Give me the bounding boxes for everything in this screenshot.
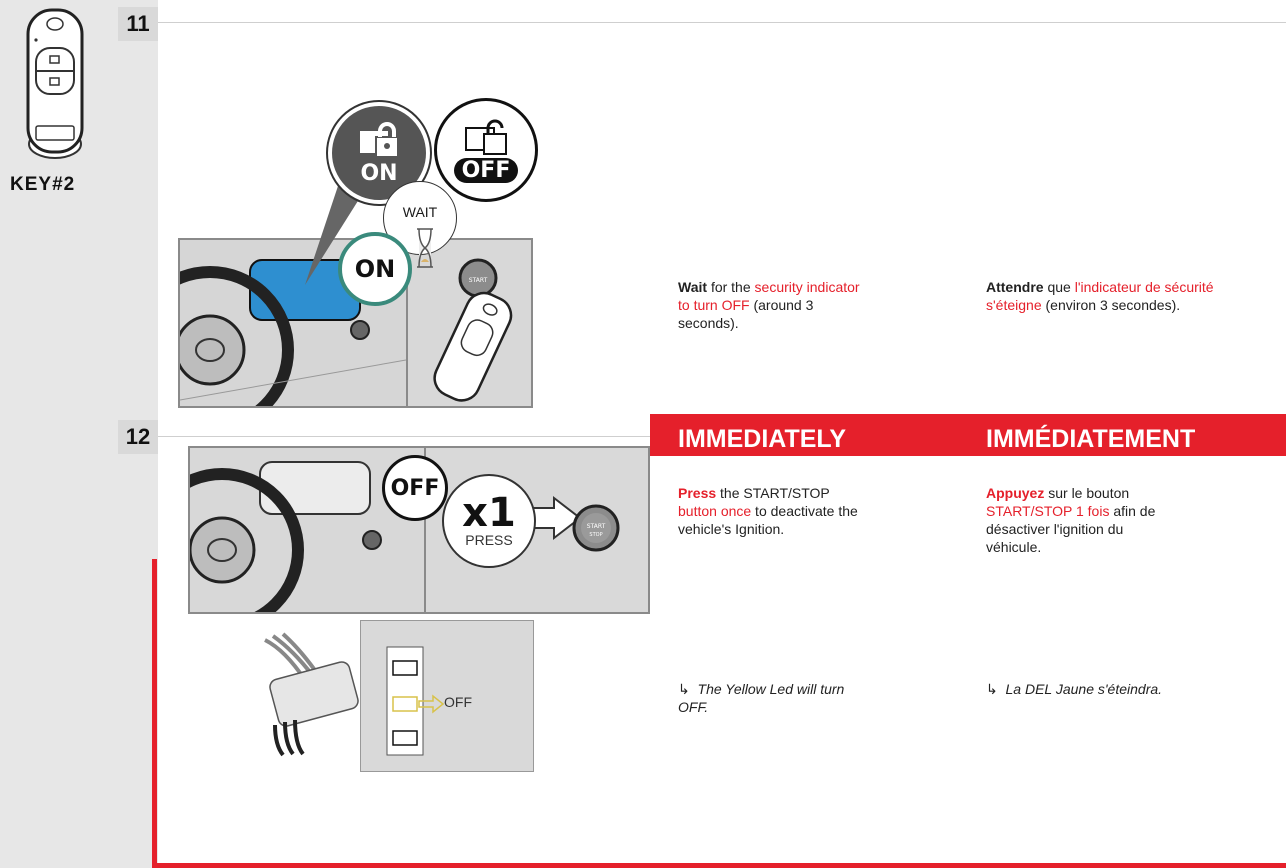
press-label: PRESS bbox=[465, 532, 512, 548]
step-11-fr-pre: que bbox=[1044, 279, 1075, 295]
led-off-label: OFF bbox=[444, 694, 472, 710]
step-11-fr-post: (environ 3 secondes). bbox=[1042, 297, 1181, 313]
lock-off-icon: OFF bbox=[434, 98, 538, 202]
banner-en: IMMEDIATELY bbox=[678, 425, 846, 454]
wait-label: WAIT bbox=[403, 204, 437, 220]
step-11-text-fr: Attendre que l'indicateur de sécurité s'… bbox=[986, 278, 1250, 314]
step-12-fr-highlight: START/STOP 1 fois bbox=[986, 503, 1109, 519]
ring-on-label: ON bbox=[355, 255, 396, 283]
step-11-fr-bold: Attendre bbox=[986, 279, 1044, 295]
car-lock-icon bbox=[354, 121, 404, 161]
car-unlock-icon bbox=[460, 118, 512, 158]
button-text-start: START bbox=[587, 523, 606, 530]
step-12-en-pre: the START/STOP bbox=[716, 485, 829, 501]
step-number-12: 12 bbox=[118, 420, 158, 454]
step-12-text-fr: Appuyez sur le bouton START/STOP 1 fois … bbox=[986, 484, 1156, 556]
step-12-fr-pre: sur le bouton bbox=[1044, 485, 1129, 501]
hourglass-icon bbox=[414, 226, 436, 270]
fob-start-text: START bbox=[469, 277, 488, 284]
step-12-en-highlight: button once bbox=[678, 503, 751, 519]
key-label: KEY#2 bbox=[10, 174, 110, 196]
step-11-en-pre: for the bbox=[711, 279, 755, 295]
step-12-fr-bold: Appuyez bbox=[986, 485, 1044, 501]
accent-bar-bottom bbox=[152, 863, 1286, 868]
press-once-bubble: x1 PRESS bbox=[442, 474, 536, 568]
banner-fr: IMMÉDIATEMENT bbox=[986, 425, 1195, 454]
ignition-on-ring: ON bbox=[338, 232, 412, 306]
note-en: ↳ The Yellow Led will turn OFF. bbox=[678, 680, 878, 716]
step-number-11: 11 bbox=[118, 7, 158, 41]
ignition-off-badge: OFF bbox=[382, 455, 448, 521]
off-badge-label: OFF bbox=[391, 476, 440, 501]
step-divider bbox=[158, 436, 650, 437]
return-arrow-icon: ↳ bbox=[678, 681, 690, 697]
accent-bar-left bbox=[152, 559, 157, 868]
note-fr-text: La DEL Jaune s'éteindra. bbox=[1006, 681, 1163, 697]
step-12-en-bold: Press bbox=[678, 485, 716, 501]
step-11-text-en: Wait for the security indicator to turn … bbox=[678, 278, 868, 332]
lock-off-label: OFF bbox=[454, 158, 519, 183]
button-text-stop: STOP bbox=[589, 532, 602, 538]
step-12-text-en: Press the START/STOP button once to deac… bbox=[678, 484, 868, 538]
note-en-text: The Yellow Led will turn OFF. bbox=[678, 681, 844, 715]
note-fr: ↳ La DEL Jaune s'éteindra. bbox=[986, 680, 1166, 698]
step-divider bbox=[158, 22, 1286, 23]
x1-label: x1 bbox=[462, 494, 516, 532]
lock-on-label: ON bbox=[360, 161, 397, 186]
return-arrow-icon: ↳ bbox=[986, 681, 998, 697]
module-wiring-icon bbox=[255, 630, 365, 760]
key-fob-icon bbox=[22, 8, 88, 162]
step-11-en-bold: Wait bbox=[678, 279, 707, 295]
